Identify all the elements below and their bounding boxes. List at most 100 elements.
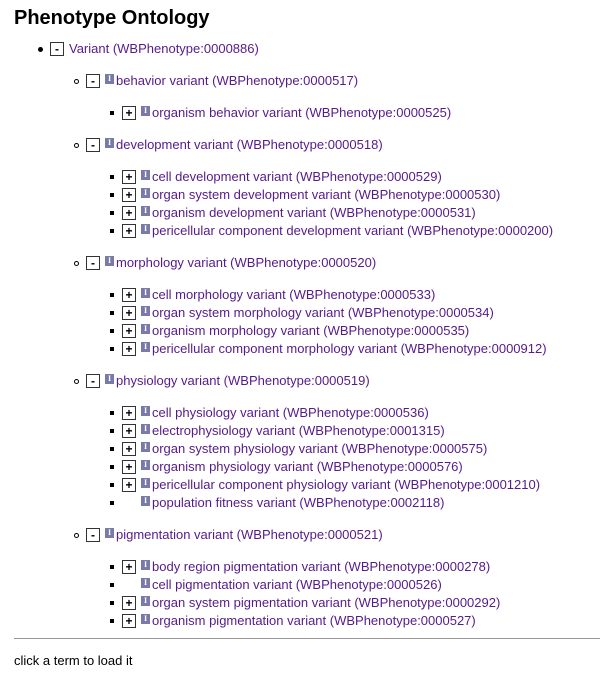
term-link[interactable]: Variant (WBPhenotype:0000886) — [69, 41, 259, 56]
info-icon[interactable]: I — [105, 74, 114, 84]
info-icon[interactable]: I — [141, 596, 150, 606]
collapse-button[interactable]: - — [86, 374, 100, 388]
info-icon[interactable]: I — [141, 224, 150, 234]
term-link[interactable]: population fitness variant (WBPhenotype:… — [152, 495, 445, 510]
info-icon[interactable]: I — [141, 460, 150, 470]
bullet-icon — [110, 229, 114, 233]
bullet-icon — [110, 501, 114, 505]
term-link[interactable]: electrophysiology variant (WBPhenotype:0… — [152, 423, 445, 438]
tree-node-row: -Variant (WBPhenotype:0000886) — [38, 40, 553, 58]
expand-button[interactable]: + — [122, 188, 136, 202]
term-link[interactable]: organism morphology variant (WBPhenotype… — [152, 323, 470, 338]
expand-button[interactable]: + — [122, 342, 136, 356]
term-link[interactable]: organ system pigmentation variant (WBPhe… — [152, 595, 501, 610]
collapse-button[interactable]: - — [86, 256, 100, 270]
info-icon[interactable]: I — [141, 170, 150, 180]
info-icon[interactable]: I — [141, 188, 150, 198]
term-link[interactable]: development variant (WBPhenotype:0000518… — [116, 137, 383, 152]
collapse-button[interactable]: - — [86, 528, 100, 542]
info-icon[interactable]: I — [141, 406, 150, 416]
expand-button[interactable]: + — [122, 424, 136, 438]
term-link[interactable]: organism pigmentation variant (WBPhenoty… — [152, 613, 476, 628]
term-link[interactable]: cell pigmentation variant (WBPhenotype:0… — [152, 577, 442, 592]
expand-button[interactable]: + — [122, 560, 136, 574]
term-link[interactable]: organ system morphology variant (WBPheno… — [152, 305, 494, 320]
info-icon[interactable]: I — [141, 342, 150, 352]
info-icon[interactable]: I — [141, 324, 150, 334]
info-icon[interactable]: I — [105, 374, 114, 384]
term-link[interactable]: organism behavior variant (WBPhenotype:0… — [152, 105, 452, 120]
info-icon[interactable]: I — [141, 578, 150, 588]
expand-button[interactable]: + — [122, 406, 136, 420]
bullet-icon — [110, 347, 114, 351]
expand-button[interactable]: + — [122, 614, 136, 628]
info-icon[interactable]: I — [105, 138, 114, 148]
term-link[interactable]: pericellular component development varia… — [152, 223, 554, 238]
expand-button[interactable]: + — [122, 460, 136, 474]
divider — [14, 638, 600, 639]
info-icon[interactable]: I — [141, 496, 150, 506]
term-link[interactable]: cell development variant (WBPhenotype:00… — [152, 169, 442, 184]
expand-button[interactable]: + — [122, 324, 136, 338]
term-link[interactable]: cell physiology variant (WBPhenotype:000… — [152, 405, 429, 420]
expand-button[interactable]: + — [122, 106, 136, 120]
expand-button[interactable]: + — [122, 442, 136, 456]
info-icon[interactable]: I — [141, 206, 150, 216]
info-icon[interactable]: I — [141, 306, 150, 316]
expand-button[interactable]: + — [122, 170, 136, 184]
term-link[interactable]: physiology variant (WBPhenotype:0000519) — [116, 373, 370, 388]
term-link[interactable]: pigmentation variant (WBPhenotype:000052… — [116, 527, 383, 542]
term-link[interactable]: organ system development variant (WBPhen… — [152, 187, 501, 202]
info-icon[interactable]: I — [105, 528, 114, 538]
term-link[interactable]: behavior variant (WBPhenotype:0000517) — [116, 73, 359, 88]
info-icon[interactable]: I — [141, 560, 150, 570]
collapse-button[interactable]: - — [50, 42, 64, 56]
expand-button[interactable]: + — [122, 306, 136, 320]
bullet-icon — [110, 565, 114, 569]
term-link[interactable]: pericellular component morphology varian… — [152, 341, 547, 356]
info-icon[interactable]: I — [141, 614, 150, 624]
term-link[interactable]: organism physiology variant (WBPhenotype… — [152, 459, 463, 474]
expand-button[interactable]: + — [122, 224, 136, 238]
term-link[interactable]: cell morphology variant (WBPhenotype:000… — [152, 287, 436, 302]
term-link[interactable]: pericellular component physiology varian… — [152, 477, 541, 492]
term-link[interactable]: organism development variant (WBPhenotyp… — [152, 205, 476, 220]
term-link[interactable]: morphology variant (WBPhenotype:0000520) — [116, 255, 377, 270]
expand-button[interactable]: + — [122, 206, 136, 220]
status-text: click a term to load it — [14, 653, 133, 668]
info-icon[interactable]: I — [141, 424, 150, 434]
info-icon[interactable]: I — [141, 288, 150, 298]
info-icon[interactable]: I — [141, 106, 150, 116]
collapse-button[interactable]: - — [86, 74, 100, 88]
term-link[interactable]: organ system physiology variant (WBPheno… — [152, 441, 488, 456]
info-icon[interactable]: I — [141, 442, 150, 452]
collapse-button[interactable]: - — [86, 138, 100, 152]
expand-button[interactable]: + — [122, 478, 136, 492]
expand-button[interactable]: + — [122, 596, 136, 610]
info-icon[interactable]: I — [105, 256, 114, 266]
info-icon[interactable]: I — [141, 478, 150, 488]
term-link[interactable]: body region pigmentation variant (WBPhen… — [152, 559, 491, 574]
expand-button[interactable]: + — [122, 288, 136, 302]
